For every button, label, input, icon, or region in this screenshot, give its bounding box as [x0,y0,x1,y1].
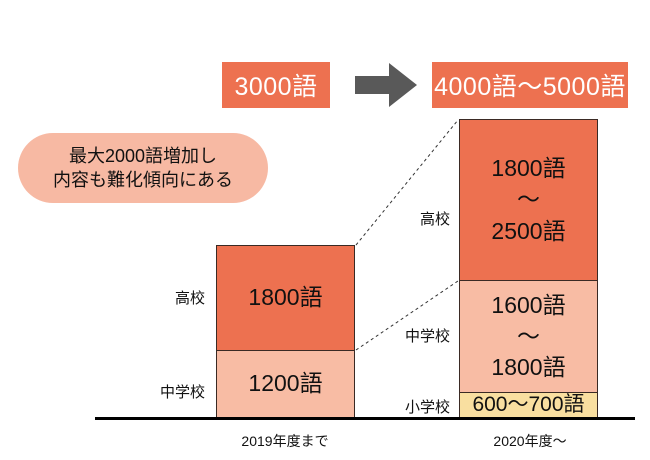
total-before-tag: 3000語 [222,62,330,108]
bar-segment-junior-high-2020: 1600語 〜 1800語 [459,280,598,393]
segment-label-junior-high-2019: 中学校 [159,384,205,401]
segment-value-max: 2500語 [491,217,566,244]
segment-value: 1800語 [248,284,323,311]
axis-label-2020: 2020年度〜 [493,433,567,449]
arrow-right-icon [355,63,417,107]
segment-value: 1200語 [248,370,323,397]
axis-baseline [95,417,635,420]
segment-label-high-school-2020: 高校 [419,211,450,228]
segment-value-max: 1800語 [491,354,566,381]
segment-value-tilde: 〜 [517,322,540,349]
axis-label-2019: 2019年度まで [241,433,329,449]
bar-segment-junior-high-2019: 1200語 [216,350,355,418]
callout-line-1: 最大2000語増加し [68,145,218,166]
segment-value-tilde: 〜 [517,186,540,213]
segment-label-junior-high-2020: 中学校 [404,328,450,345]
segment-value: 600〜700語 [472,392,585,416]
bar-segment-high-school-2019: 1800語 [216,245,355,351]
total-after-tag: 4000語〜5000語 [432,62,628,108]
callout-bubble: 最大2000語増加し 内容も難化傾向にある [18,133,268,203]
callout-line-2: 内容も難化傾向にある [53,170,233,190]
segment-value-min: 1800語 [491,155,566,182]
bar-segment-elementary-2020: 600〜700語 [459,392,598,418]
bar-segment-high-school-2020: 1800語 〜 2500語 [459,119,598,281]
segment-label-high-school-2019: 高校 [174,290,205,307]
segment-label-elementary-2020: 小学校 [404,399,450,416]
segment-value-min: 1600語 [491,291,566,318]
